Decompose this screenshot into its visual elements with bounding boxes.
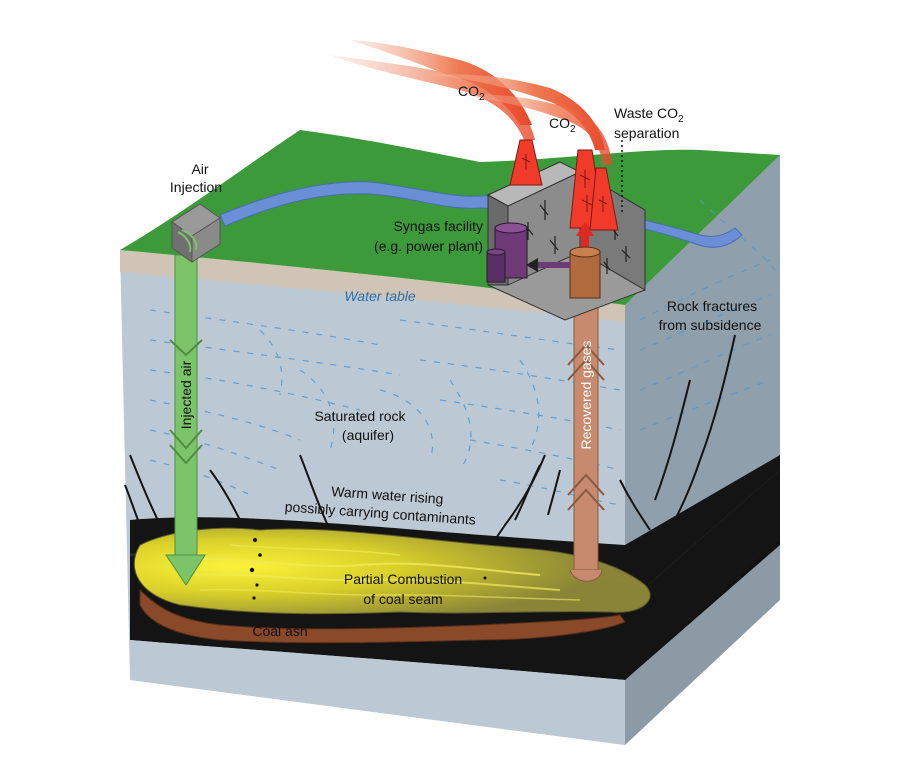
rock-fractures bbox=[124, 334, 736, 561]
air-injection-label-2: Injection bbox=[170, 179, 222, 195]
recovered-gases-arrow bbox=[567, 294, 605, 582]
partial-combustion-label-1: Partial Combustion bbox=[344, 571, 462, 587]
syngas-label-1: Syngas facility bbox=[394, 218, 483, 234]
co2-label-2: CO2 bbox=[549, 115, 576, 135]
partial-combustion-label-2: of coal seam bbox=[363, 591, 442, 607]
injected-air-arrow bbox=[165, 254, 206, 586]
rock-fractures-label-1: Rock fractures bbox=[667, 298, 757, 314]
syngas-label-2: (e.g. power plant) bbox=[374, 238, 483, 254]
soil-band bbox=[120, 250, 625, 322]
saturated-rock-label-2: (aquifer) bbox=[342, 427, 394, 443]
bottom-rock bbox=[130, 640, 625, 745]
saturated-rock-label-1: Saturated rock bbox=[314, 408, 406, 424]
warm-water-label-1: Warm water rising bbox=[331, 483, 444, 507]
co2-label-1: CO2 bbox=[458, 83, 485, 103]
air-injection-label-1: Air bbox=[191, 161, 208, 177]
separation-label: separation bbox=[614, 125, 679, 141]
co2-smoke bbox=[330, 40, 612, 165]
injected-air-label: Injected air bbox=[178, 360, 194, 429]
water-table-label: Water table bbox=[344, 288, 416, 304]
waste-co2-label: Waste CO2 bbox=[614, 105, 684, 125]
coal-ash-label: Coal ash bbox=[252, 623, 307, 639]
recovered-gases-label: Recovered gases bbox=[578, 341, 594, 450]
ash-particles bbox=[249, 538, 487, 600]
rock-fractures-label-2: from subsidence bbox=[659, 317, 762, 333]
coal-ash bbox=[139, 588, 626, 644]
air-injection-box bbox=[171, 203, 221, 263]
syngas-facility bbox=[486, 139, 646, 321]
combustion-zone bbox=[133, 527, 651, 615]
river bbox=[219, 181, 743, 248]
labels: Air Injection CO2 CO2 Waste CO2 separati… bbox=[170, 83, 762, 639]
